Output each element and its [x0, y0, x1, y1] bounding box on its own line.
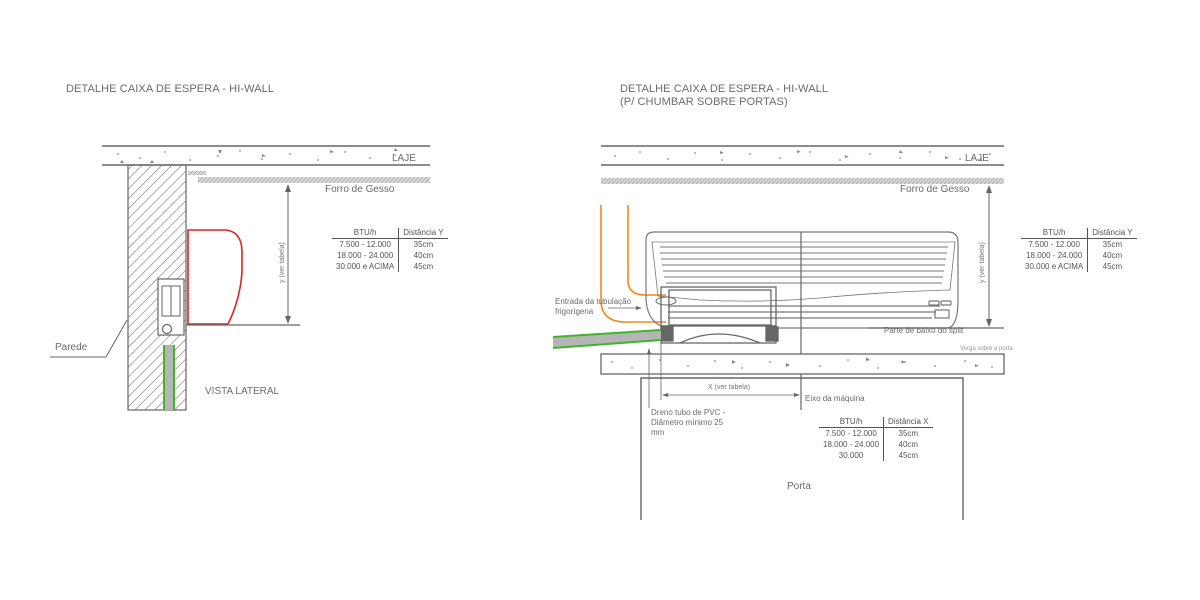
left-dimension-y-label: y (ver tabela): [279, 242, 286, 283]
pipe-entry-label-line1: Entrada da tubulação: [555, 297, 632, 306]
drain-label-line2: Diâmetro mínimo 25: [651, 418, 724, 427]
right-detail-title-line1: DETALHE CAIXA DE ESPERA - HI-WALL: [620, 83, 829, 95]
embedded-box: [655, 286, 779, 344]
right-detail-title-line2: (P/ CHUMBAR SOBRE PORTAS): [620, 96, 788, 108]
btu-cell: 30.000 e ACIMA: [332, 261, 400, 272]
left-slab-label: LAJE: [392, 153, 416, 164]
table-header: Distância X: [883, 417, 933, 428]
drain-label-line3: mm: [651, 428, 665, 437]
right-drain-pipe: [552, 329, 662, 349]
dimension-x: [662, 393, 800, 397]
pipe-entry-arrow: [608, 306, 642, 310]
table-header: BTU/h: [1021, 228, 1089, 239]
left-drain-pipe: [163, 345, 175, 410]
btu-cell: 18.000 - 24.000: [819, 439, 885, 450]
btu-cell: 7.500 - 12.000: [819, 427, 885, 439]
right-distance-y-table: BTU/h Distância Y 7.500 - 12.000 35cm 18.…: [1021, 228, 1137, 272]
distance-cell: 35cm: [1102, 240, 1123, 249]
split-unit-front: [645, 231, 959, 329]
left-slab: [102, 145, 430, 166]
wall-label: Parede: [55, 342, 88, 353]
table-row: 30.000 45cm: [819, 450, 933, 461]
table-row: 18.000 - 24.000 40cm: [332, 250, 448, 261]
left-wall-leader: [50, 319, 128, 358]
left-box: [157, 278, 185, 336]
door-frame: [640, 377, 964, 520]
table-header: BTU/h: [819, 417, 885, 428]
table-header: BTU/h: [332, 228, 400, 239]
btu-cell: 18.000 - 24.000: [1021, 250, 1089, 261]
dimension-x-label: X (ver tabela): [708, 384, 751, 391]
table-row: 30.000 e ACIMA 45cm: [1021, 261, 1137, 272]
distance-cell: 40cm: [413, 251, 434, 260]
table-row: 18.000 - 24.000 40cm: [1021, 250, 1137, 261]
right-ceiling-label: Forro de Gesso: [900, 184, 970, 195]
btu-cell: 7.500 - 12.000: [332, 238, 400, 250]
left-dimension-y: [186, 184, 300, 326]
lintel-label: Verga sobre a porta: [960, 346, 1013, 352]
btu-cell: 30.000 e ACIMA: [1021, 261, 1089, 272]
right-ceiling-gesso: [601, 178, 1004, 184]
table-header: Distância Y: [1087, 228, 1137, 239]
right-dimension-y: [870, 185, 1004, 329]
table-header: Distância Y: [398, 228, 448, 239]
pipe-entry-label-line2: frigorígena: [555, 307, 594, 316]
distance-x-table: BTU/h Distância X 7.500 - 12.000 35cm 18.…: [819, 417, 933, 461]
distance-cell: 35cm: [898, 429, 919, 438]
right-dimension-y-label: y (ver tabela): [979, 242, 986, 283]
machine-axis-label: Eixo da máquina: [805, 394, 865, 403]
distance-cell: 40cm: [1102, 251, 1123, 260]
left-ceiling-label: Forro de Gesso: [325, 184, 395, 195]
distance-cell: 45cm: [898, 451, 919, 460]
distance-cell: 35cm: [413, 240, 434, 249]
table-row: 7.500 - 12.000 35cm: [1021, 238, 1137, 250]
btu-cell: 18.000 - 24.000: [332, 250, 400, 261]
door-label: Porta: [787, 481, 811, 492]
side-view-label: VISTA LATERAL: [205, 386, 280, 397]
refrigerant-pipes: [600, 205, 666, 323]
right-slab-label: LAJE: [965, 153, 989, 164]
drain-leader: [647, 341, 662, 408]
table-row: 30.000 e ACIMA 45cm: [332, 261, 448, 272]
left-distance-y-table: BTU/h Distância Y 7.500 - 12.000 35cm 18.…: [332, 228, 448, 272]
btu-cell: 7.500 - 12.000: [1021, 238, 1089, 250]
table-row: 18.000 - 24.000 40cm: [819, 439, 933, 450]
distance-cell: 40cm: [898, 440, 919, 449]
split-bottom-label: Parte de baixo do split: [884, 326, 964, 335]
distance-cell: 45cm: [413, 262, 434, 271]
table-row: 7.500 - 12.000 35cm: [819, 427, 933, 439]
right-slab: [601, 145, 1004, 166]
lintel: [600, 353, 1005, 375]
left-detail-title: DETALHE CAIXA DE ESPERA - HI-WALL: [66, 83, 275, 95]
btu-cell: 30.000: [819, 450, 885, 461]
left-ceiling-gesso: [188, 171, 430, 183]
drain-label-line1: Dreno tubo de PVC -: [651, 408, 726, 417]
table-row: 7.500 - 12.000 35cm: [332, 238, 448, 250]
left-split-unit-outline: [187, 229, 243, 325]
distance-cell: 45cm: [1102, 262, 1123, 271]
